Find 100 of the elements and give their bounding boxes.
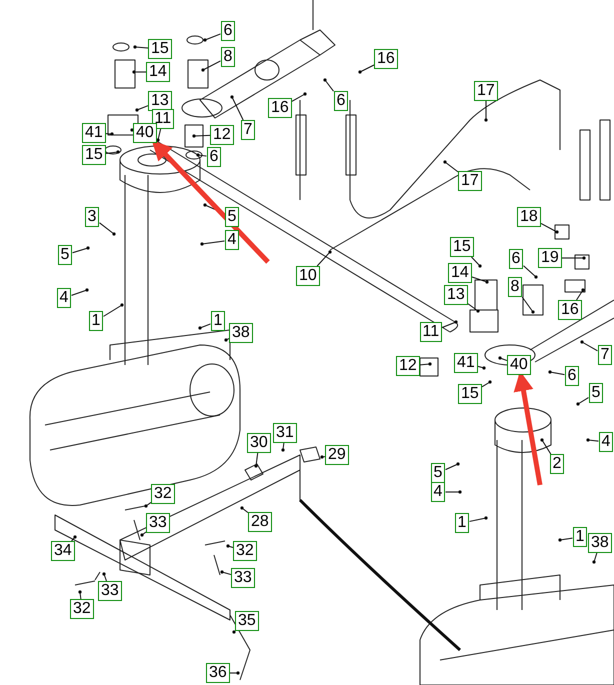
leader-line (144, 502, 152, 508)
leader-line (226, 544, 234, 548)
callout-number: 2 (550, 454, 564, 474)
leader-line (99, 222, 116, 236)
leader-line (102, 572, 107, 582)
callout-number: 8 (220, 47, 236, 67)
leader-line (203, 33, 221, 42)
leader-line (562, 256, 586, 260)
leader-line (580, 340, 598, 352)
callout-number: 16 (268, 98, 292, 118)
callout-number: 28 (248, 512, 272, 532)
leader-line (201, 60, 221, 72)
leader-line (224, 338, 230, 342)
callout-number: 17 (474, 81, 498, 101)
callout-number: 35 (235, 611, 259, 631)
leader-line (469, 516, 488, 522)
callout-number: 4 (56, 288, 72, 308)
callout-number: 5 (430, 463, 446, 483)
leader-line (140, 532, 146, 537)
leader-line (472, 276, 489, 284)
leader-line (358, 64, 374, 74)
callout-number: 33 (146, 513, 170, 533)
leader-line (442, 320, 458, 328)
leader-line (523, 265, 538, 279)
leader-line (540, 438, 552, 454)
leader-line (292, 92, 307, 102)
leader-line (484, 100, 488, 122)
leader-line (72, 246, 90, 254)
callout-number: 32 (70, 599, 94, 619)
leader-line (586, 438, 599, 442)
callout-number: 1 (572, 527, 588, 547)
callout-number: 33 (231, 568, 255, 588)
callout-number: 6 (508, 249, 524, 269)
callout-number: 41 (454, 353, 478, 373)
callout-number: 41 (82, 123, 106, 143)
callout-number: 1 (88, 311, 104, 331)
leader-line (478, 366, 486, 370)
leader-line (482, 380, 492, 388)
callout-number: 4 (224, 230, 240, 250)
leader-line (445, 490, 462, 494)
leader-line (443, 160, 458, 172)
callout-number: 15 (148, 39, 172, 59)
leader-line (106, 150, 120, 154)
leader-line (281, 442, 285, 452)
callout-number: 3 (84, 207, 100, 227)
leader-line (240, 506, 248, 514)
callout-number: 40 (133, 123, 157, 143)
leader-line (232, 630, 236, 634)
leader-line (320, 455, 326, 459)
leader-line (192, 134, 210, 138)
leader-line (200, 240, 225, 246)
leader-line (230, 95, 244, 120)
leader-line (198, 323, 211, 330)
callout-number: 18 (517, 207, 541, 227)
leader-line (106, 132, 114, 136)
callout-number: 1 (210, 311, 226, 331)
callout-number: 13 (444, 285, 468, 305)
leader-line (230, 671, 240, 675)
callout-number: 30 (247, 433, 271, 453)
callout-number: 6 (334, 91, 348, 111)
callout-number: 10 (296, 266, 320, 286)
callout-number: 7 (240, 120, 256, 140)
leader-line (548, 370, 565, 376)
leader-line (254, 452, 258, 468)
leader-line (420, 362, 432, 366)
callout-number: 5 (224, 207, 240, 227)
callout-number: 19 (538, 248, 562, 268)
leader-line (558, 538, 573, 542)
leader-line (445, 462, 460, 470)
callout-number: 15 (82, 145, 106, 165)
leader-line (103, 303, 124, 317)
callout-number: 31 (273, 423, 297, 443)
leader-line (540, 222, 559, 234)
callout-number: 8 (508, 277, 522, 297)
leader-line (196, 153, 207, 157)
callout-number: 5 (58, 245, 72, 265)
leader-line (156, 128, 162, 142)
callout-number: 5 (588, 383, 604, 403)
leader-line (71, 288, 89, 296)
leader-line (323, 78, 334, 92)
leader-line (470, 256, 482, 268)
callout-number: 15 (458, 384, 482, 404)
callout-number: 16 (374, 49, 398, 69)
leader-line (130, 128, 134, 132)
callout-number: 32 (151, 484, 175, 504)
callout-number: 6 (206, 147, 222, 167)
callout-number: 13 (148, 91, 172, 111)
callout-number: 11 (152, 109, 174, 129)
leader-line (133, 45, 148, 49)
callout-number: 1 (454, 513, 470, 533)
callout-number: 36 (206, 663, 230, 683)
leader-line (592, 552, 598, 564)
leader-line (132, 70, 146, 74)
arrow (152, 140, 270, 264)
callout-number: 4 (598, 432, 614, 452)
callout-number: 6 (220, 21, 236, 41)
leader-line (468, 303, 480, 313)
callout-number: 4 (430, 482, 446, 502)
callout-number: 7 (598, 345, 612, 365)
callout-number: 33 (98, 581, 122, 601)
